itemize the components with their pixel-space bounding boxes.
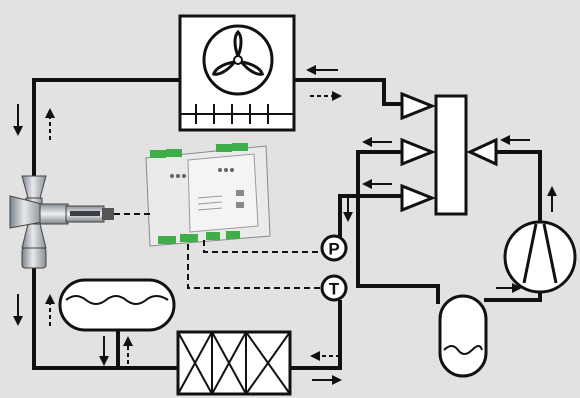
signal-temperature-line [188, 244, 322, 288]
controller-module-icon [146, 143, 270, 246]
pipe-manifold-to-suction [358, 152, 438, 304]
pressure-sensor-label: P [328, 240, 339, 259]
temperature-sensor: T [322, 276, 346, 300]
compressor-icon [505, 222, 575, 292]
manifold-inlet-bottom [402, 186, 432, 210]
arrow-manifold-right-in [500, 135, 530, 145]
manifold-outlet-right [470, 140, 496, 164]
condenser-unit [180, 16, 294, 130]
arrow-compressor-up [547, 186, 557, 212]
arrow-evaporator-in-dashed [310, 351, 340, 361]
arrow-left-up-dashed [45, 108, 55, 140]
pipe-manifold-to-sensors [340, 196, 402, 244]
expansion-valve-icon [10, 176, 114, 268]
arrow-left-lower-up-dashed [45, 294, 55, 326]
signal-pressure-line [204, 240, 322, 252]
arrow-manifold-left [362, 137, 392, 147]
temperature-sensor-label: T [329, 280, 340, 299]
arrow-condenser-in [306, 65, 338, 75]
arrow-evaporator-out [312, 375, 342, 385]
arrow-condenser-out-dashed [310, 91, 342, 101]
arrow-receiver-up-dashed [123, 336, 133, 364]
arrow-receiver-down [99, 336, 109, 366]
pipe-manifold-to-compressor [496, 152, 540, 222]
receiver-tank [60, 280, 174, 330]
manifold-inlet-top [402, 94, 432, 118]
arrow-sensor-line-down [343, 196, 353, 222]
arrow-left-down-solid [13, 104, 23, 136]
manifold-inlet-middle [402, 140, 432, 164]
pressure-sensor: P [322, 236, 346, 260]
pipe-compressor-to-accumulator [484, 292, 540, 300]
manifold-block [402, 94, 496, 214]
evaporator-unit [178, 332, 290, 394]
suction-accumulator [440, 296, 486, 376]
arrow-manifold-lower-left [362, 179, 392, 189]
fan-icon [204, 26, 272, 94]
pipe-condenser-to-manifold [294, 80, 402, 104]
arrow-left-lower-down [13, 294, 23, 326]
